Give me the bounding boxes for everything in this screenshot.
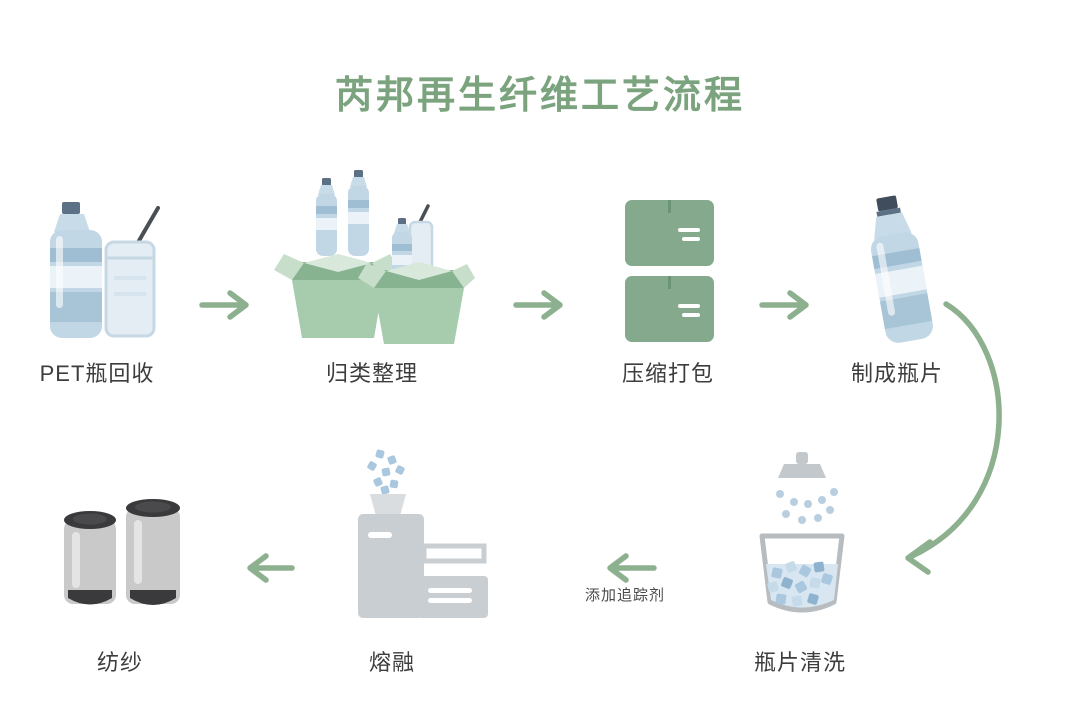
step-label-compress: 压缩打包	[621, 361, 714, 386]
recycled-bottle-icon	[848, 194, 948, 349]
melting-machine-icon	[348, 446, 498, 624]
tracer-annotation: 添加追踪剂	[584, 587, 665, 604]
step-label-pet-recycle: PET瓶回收	[39, 361, 155, 386]
sorting-boxes-icon	[270, 158, 475, 348]
yarn-spools-icon	[60, 498, 185, 623]
arrow-left-1-icon	[590, 550, 660, 586]
pet-bottle-cup-icon	[40, 202, 160, 342]
diagram-title: 芮邦再生纤维工艺流程	[334, 75, 745, 117]
arrow-right-3-icon	[756, 287, 818, 323]
curved-arrow-down-icon	[888, 298, 1038, 588]
arrow-right-2-icon	[510, 287, 572, 323]
step-label-flakes: 制成瓶片	[850, 361, 943, 386]
compressed-bales-icon	[622, 198, 717, 346]
step-label-spinning: 纺纱	[96, 650, 143, 675]
arrow-left-2-icon	[236, 550, 298, 586]
step-label-sorting: 归类整理	[325, 361, 418, 386]
step-label-melting: 熔融	[368, 650, 415, 675]
step-label-washing: 瓶片清洗	[753, 650, 846, 675]
arrow-right-1-icon	[196, 287, 258, 323]
flake-washing-icon	[742, 452, 862, 624]
